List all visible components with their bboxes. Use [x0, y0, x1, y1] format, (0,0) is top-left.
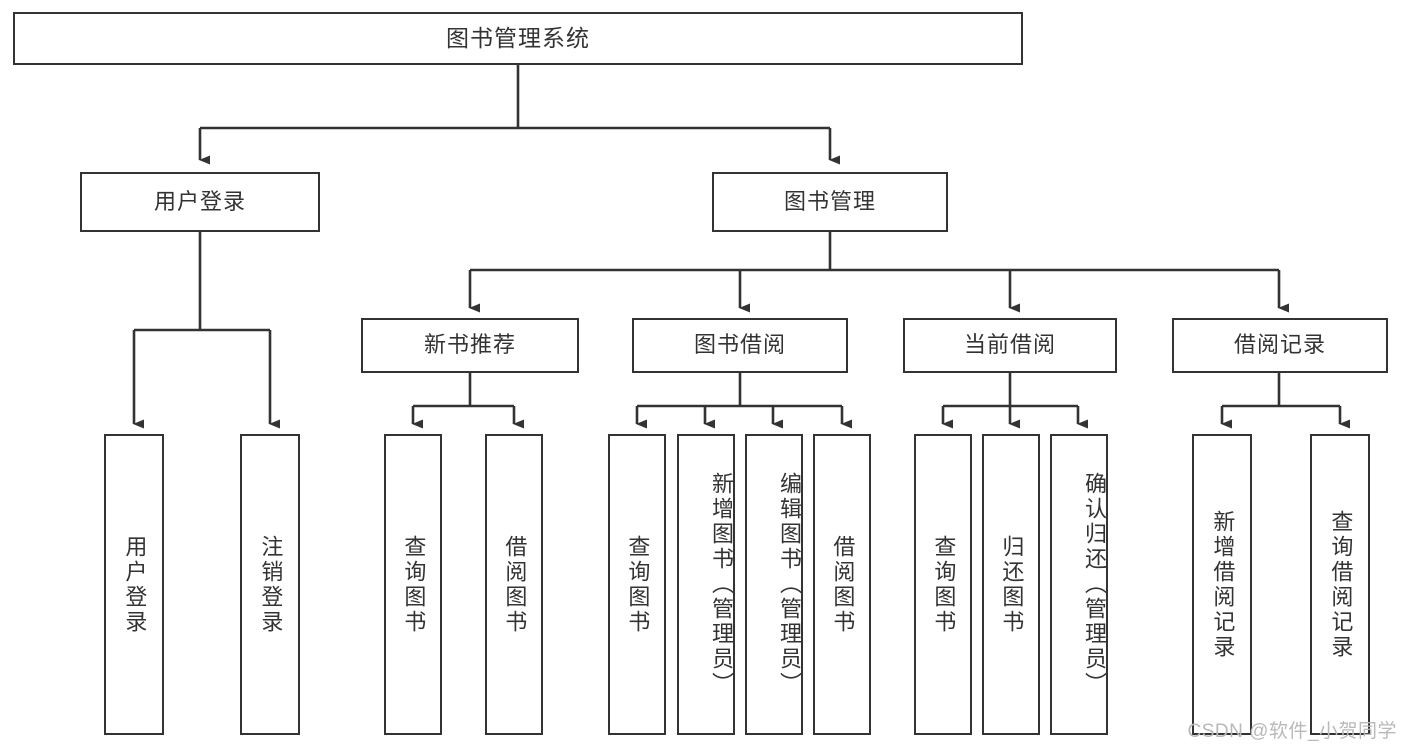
leaf-query-book-recommend[interactable]: 查询图书: [384, 434, 442, 735]
leaf-confirm-return-admin[interactable]: 确认归还（管理员）: [1050, 434, 1108, 735]
node-label: 查询图书: [401, 534, 427, 635]
leaf-user-login[interactable]: 用户登录: [104, 434, 164, 735]
watermark: CSDN @软件_小贺同学: [1187, 721, 1397, 742]
node-label: 查询图书: [625, 534, 651, 635]
node-label: 新增借阅记录: [1210, 509, 1236, 660]
node-label: 用户登录: [153, 188, 246, 214]
node-label: 查询图书: [931, 534, 957, 635]
node-user-login[interactable]: 用户登录: [80, 172, 320, 232]
node-label: 图书管理系统: [446, 24, 590, 51]
leaf-edit-book-admin[interactable]: 编辑图书（管理员）: [745, 434, 803, 735]
node-label: 新增图书（管理员）: [709, 472, 734, 697]
node-label: 图书管理: [783, 188, 876, 214]
node-label: 用户登录: [122, 534, 148, 635]
node-label: 确认归还（管理员）: [1082, 472, 1107, 697]
node-label: 查询借阅记录: [1328, 509, 1354, 660]
node-label: 图书借阅: [693, 332, 786, 358]
node-label: 编辑图书（管理员）: [777, 472, 802, 697]
node-label: 借阅图书: [502, 534, 528, 635]
leaf-borrow-book-recommend[interactable]: 借阅图书: [485, 434, 543, 735]
node-label: 借阅记录: [1233, 332, 1326, 358]
leaf-logout[interactable]: 注销登录: [240, 434, 300, 735]
leaf-query-book-borrow[interactable]: 查询图书: [608, 434, 666, 735]
node-borrow-record[interactable]: 借阅记录: [1172, 318, 1388, 373]
node-root-book-management-system[interactable]: 图书管理系统: [13, 12, 1023, 65]
leaf-query-book-current[interactable]: 查询图书: [914, 434, 972, 735]
leaf-add-book-admin[interactable]: 新增图书（管理员）: [677, 434, 735, 735]
node-current-borrow[interactable]: 当前借阅: [903, 318, 1117, 373]
node-label: 当前借阅: [963, 332, 1056, 358]
node-label: 借阅图书: [830, 534, 856, 635]
node-label: 新书推荐: [423, 332, 516, 358]
leaf-return-book[interactable]: 归还图书: [982, 434, 1040, 735]
leaf-add-borrow-record[interactable]: 新增借阅记录: [1192, 434, 1252, 735]
leaf-query-borrow-record[interactable]: 查询借阅记录: [1310, 434, 1370, 735]
leaf-borrow-book[interactable]: 借阅图书: [813, 434, 871, 735]
node-book-management[interactable]: 图书管理: [712, 172, 948, 232]
node-book-borrow[interactable]: 图书借阅: [632, 318, 848, 373]
node-label: 注销登录: [258, 534, 284, 635]
node-label: 归还图书: [999, 534, 1025, 635]
node-new-book-recommend[interactable]: 新书推荐: [361, 318, 579, 373]
